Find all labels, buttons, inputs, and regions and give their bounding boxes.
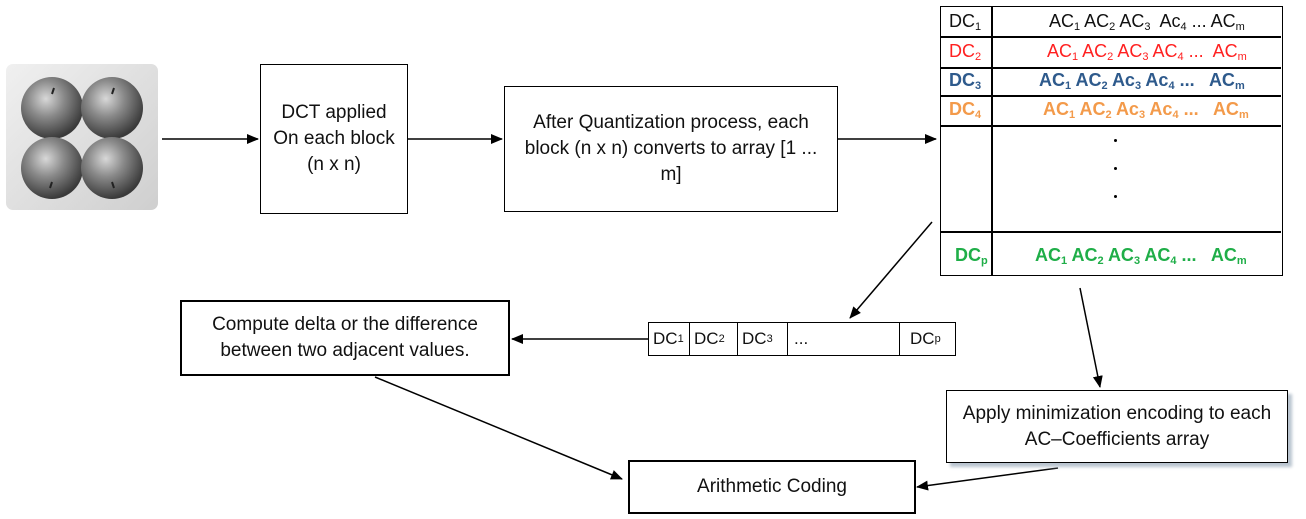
ellipsis-dot xyxy=(1114,167,1117,170)
ellipsis-dot xyxy=(1114,195,1117,198)
matrix-row-divider xyxy=(941,36,1281,38)
matrix-row-divider xyxy=(941,95,1281,97)
arrow-matrix-to-minimize xyxy=(1079,287,1103,388)
ellipsis-dot xyxy=(1114,139,1117,142)
matrix-ac-row-p: AC1 AC2 AC3 AC4 ... ACm xyxy=(1035,245,1247,267)
quant-text: After Quantization process, each block (… xyxy=(524,112,818,185)
matrix-column-divider xyxy=(991,7,993,275)
arith-text: Arithmetic Coding xyxy=(697,476,847,497)
matrix-dc-3: DC3 xyxy=(949,70,982,92)
arithmetic-coding-box: Arithmetic Coding xyxy=(628,460,916,514)
matrix-dc-4: DC4 xyxy=(949,99,982,121)
matrix-row-divider xyxy=(941,125,1281,127)
matrix-dc-1: DC1 xyxy=(949,11,982,33)
matrix-ac-row-1: AC1 AC2 AC3 Ac4 ... ACm xyxy=(1049,11,1245,33)
matrix-dc-p: DCp xyxy=(955,245,988,267)
matrix-row-divider xyxy=(941,67,1281,69)
matrix-row-divider xyxy=(941,231,1281,233)
delta-box: Compute delta or the difference between … xyxy=(180,300,510,376)
matrix-ac-row-3: AC1 AC2 Ac3 Ac4 ... ACm xyxy=(1039,70,1245,92)
matrix-ac-row-2: AC1 AC2 AC3 AC4 ... ACm xyxy=(1047,41,1247,63)
quantization-box: After Quantization process, each block (… xyxy=(504,86,838,212)
arrow-minimize-to-arith xyxy=(916,467,1059,491)
minimization-box: Apply minimization encoding to each AC–C… xyxy=(946,390,1288,463)
dc-array-cell: ... xyxy=(787,322,900,356)
delta-text: Compute delta or the difference between … xyxy=(212,314,478,361)
minimize-text: Apply minimization encoding to each AC–C… xyxy=(962,402,1272,450)
dct-box: DCT applied On each block (n x n) xyxy=(260,64,408,214)
dct-text: DCT applied On each block (n x n) xyxy=(273,102,395,175)
arrow-delta-to-arith xyxy=(374,376,623,480)
matrix-ac-row-4: AC1 AC2 Ac3 Ac4 ... ACm xyxy=(1043,99,1249,121)
coefficient-matrix: DC1 AC1 AC2 AC3 Ac4 ... ACm DC2 AC1 AC2 … xyxy=(940,6,1283,276)
apples-photo xyxy=(6,64,158,210)
arrow-matrix-to-dcarray xyxy=(849,221,933,319)
apples-image xyxy=(21,77,143,199)
matrix-dc-2: DC2 xyxy=(949,41,982,63)
